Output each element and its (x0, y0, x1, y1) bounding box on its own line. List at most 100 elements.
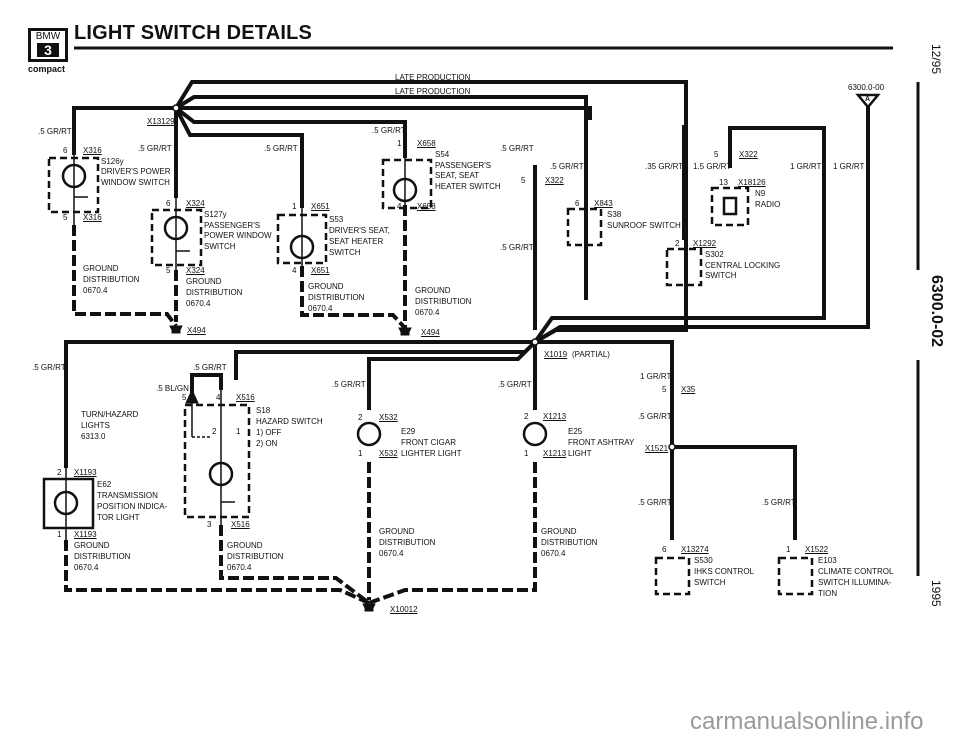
component-desc: POWER WINDOW (204, 231, 272, 240)
connector-label: X1193 (74, 530, 97, 539)
ground-point-label: X10012 (390, 605, 418, 614)
component-desc: SWITCH (694, 578, 726, 587)
s530-box (654, 556, 691, 596)
ground-label: GROUND (415, 286, 451, 295)
ground-label: DISTRIBUTION (83, 275, 140, 284)
ref-code: 6313.0 (81, 432, 106, 441)
ground-label: DISTRIBUTION (227, 552, 284, 561)
wire-to-s38 (176, 106, 592, 120)
wire-label: .5 GR/RT (264, 144, 298, 153)
pin-number: 3 (207, 520, 212, 529)
switch-position: 1 (236, 427, 241, 436)
wire-label: .5 GR/RT (332, 380, 366, 389)
connector-label: X35 (681, 385, 696, 394)
wire-label-late-production-2: LATE PRODUCTION (395, 87, 471, 96)
wire-label: .5 GR/RT (762, 498, 796, 507)
ground-label: GROUND (83, 264, 119, 273)
pin-number: 4 (397, 202, 402, 211)
component-desc: SWITCH (705, 271, 737, 280)
connector-label: X322 (739, 150, 758, 159)
component-desc: 1) OFF (256, 428, 282, 437)
pin-number: 2 (524, 412, 529, 421)
pin-number: 4 (292, 266, 297, 275)
wire-radio-loop (533, 126, 826, 344)
wire-label: .5 GR/RT (638, 498, 672, 507)
wire-label: .5 GR/RT (138, 144, 172, 153)
component-desc: FRONT ASHTRAY (568, 438, 635, 447)
pin-number: 6 (662, 545, 667, 554)
wire-label: .5 GR/RT (498, 380, 532, 389)
connector-label: X324 (186, 199, 205, 208)
wire-label: .5 GR/RT (372, 126, 406, 135)
wire-label: 1 GR/RT (833, 162, 865, 171)
logo-series: 3 (37, 43, 59, 57)
component-desc: SEAT, SEAT (435, 171, 480, 180)
component-desc: FRONT CIGAR (401, 438, 456, 447)
logo-model: compact (28, 64, 66, 74)
connector-label: X316 (83, 146, 102, 155)
ground-label: DISTRIBUTION (308, 293, 365, 302)
connector-label: X1522 (805, 545, 829, 554)
component-desc: HEATER SWITCH (435, 182, 501, 191)
pin-number: 5 (166, 266, 171, 275)
wire-label: 1.5 GR/RT (693, 162, 732, 171)
splice-x1019 (531, 338, 539, 346)
splice-label-x13129: X13129 (147, 117, 175, 126)
page-title: LIGHT SWITCH DETAILS (74, 22, 313, 44)
wire-x1019-right (535, 340, 674, 450)
e25-lamp (522, 421, 548, 447)
pin-number: 6 (166, 199, 171, 208)
pin-number: 5 (63, 213, 68, 222)
ground-ref: 0670.4 (415, 308, 440, 317)
side-date: 12/95 (929, 44, 943, 75)
component-id: S530 (694, 556, 713, 565)
connector-label: X1193 (74, 468, 97, 477)
component-id: S127y (204, 210, 227, 219)
wire-label: 1 GR/RT (790, 162, 822, 171)
component-desc: PASSENGER'S (204, 221, 261, 230)
connector-label: X516 (236, 393, 255, 402)
s302-box (665, 247, 703, 287)
ref-label-6300: 6300.0-00 (848, 83, 885, 92)
connector-label: X322 (545, 176, 564, 185)
pin-number: 13 (719, 178, 728, 187)
ground-ref: 0670.4 (308, 304, 333, 313)
connector-label: X1213 (543, 412, 567, 421)
ref-desc: LIGHTS (81, 421, 110, 430)
wire-to-s53 (174, 107, 304, 208)
component-desc: SWITCH (204, 242, 236, 251)
pin-number: 4 (216, 393, 221, 402)
logo-brand: BMW (35, 31, 61, 42)
component-id: S126y (101, 157, 124, 166)
wire-label: .5 GR/RT (500, 144, 534, 153)
ground-e62 (64, 540, 370, 605)
component-desc: SWITCH (329, 248, 361, 257)
wire-late-join (534, 328, 686, 344)
component-id: S38 (607, 210, 622, 219)
connector-label: X532 (379, 449, 398, 458)
pin-number: 6 (63, 146, 68, 155)
component-id: S54 (435, 150, 450, 159)
component-desc: SWITCH ILLUMINA- (818, 578, 892, 587)
connector-label: X1292 (693, 239, 717, 248)
connector-label: X18126 (738, 178, 766, 187)
ground-ref: 0670.4 (541, 549, 566, 558)
splice-x13129 (172, 104, 180, 112)
wire-label: .5 GR/RT (193, 363, 227, 372)
wire-to-s54 (174, 106, 407, 158)
connector-label: X516 (231, 520, 250, 529)
component-desc: CENTRAL LOCKING (705, 261, 781, 270)
ground-ref: 0670.4 (74, 563, 99, 572)
connector-label: X658 (417, 139, 436, 148)
e62-box (42, 477, 95, 530)
component-desc: RADIO (755, 200, 781, 209)
wire-label: .5 GR/RT (638, 412, 672, 421)
ref-triangle-6300 (855, 93, 881, 109)
connector-label: X13274 (681, 545, 709, 554)
component-desc: LIGHTER LIGHT (401, 449, 462, 458)
ground-s53 (300, 266, 407, 330)
connector-label: X658 (417, 202, 436, 211)
pin-number: 1 (397, 139, 402, 148)
component-id: E29 (401, 427, 416, 436)
pin-number: 1 (292, 202, 297, 211)
